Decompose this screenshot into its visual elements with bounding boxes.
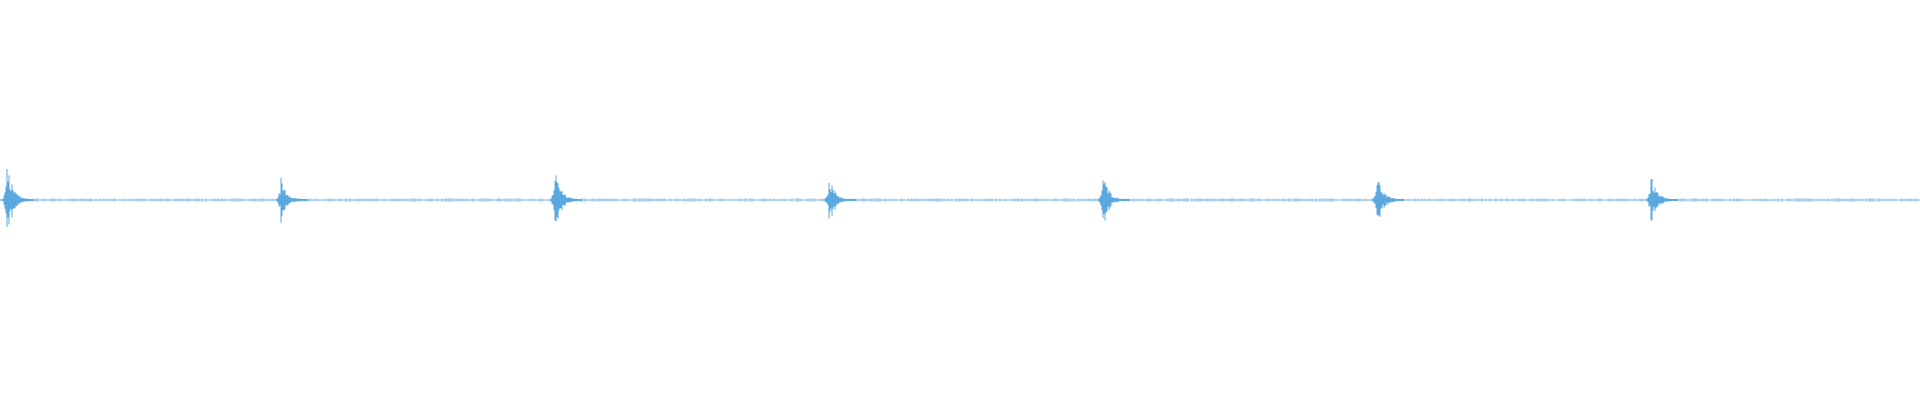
waveform-burst-7	[1646, 178, 1678, 221]
waveform-burst-5	[1098, 180, 1130, 221]
waveform-burst-1	[2, 168, 34, 227]
waveform-burst-3	[550, 175, 582, 222]
waveform-bursts	[0, 168, 1919, 227]
waveform-burst-2	[276, 177, 308, 223]
waveform-burst-6	[1372, 182, 1404, 217]
waveform-burst-4	[824, 182, 856, 219]
